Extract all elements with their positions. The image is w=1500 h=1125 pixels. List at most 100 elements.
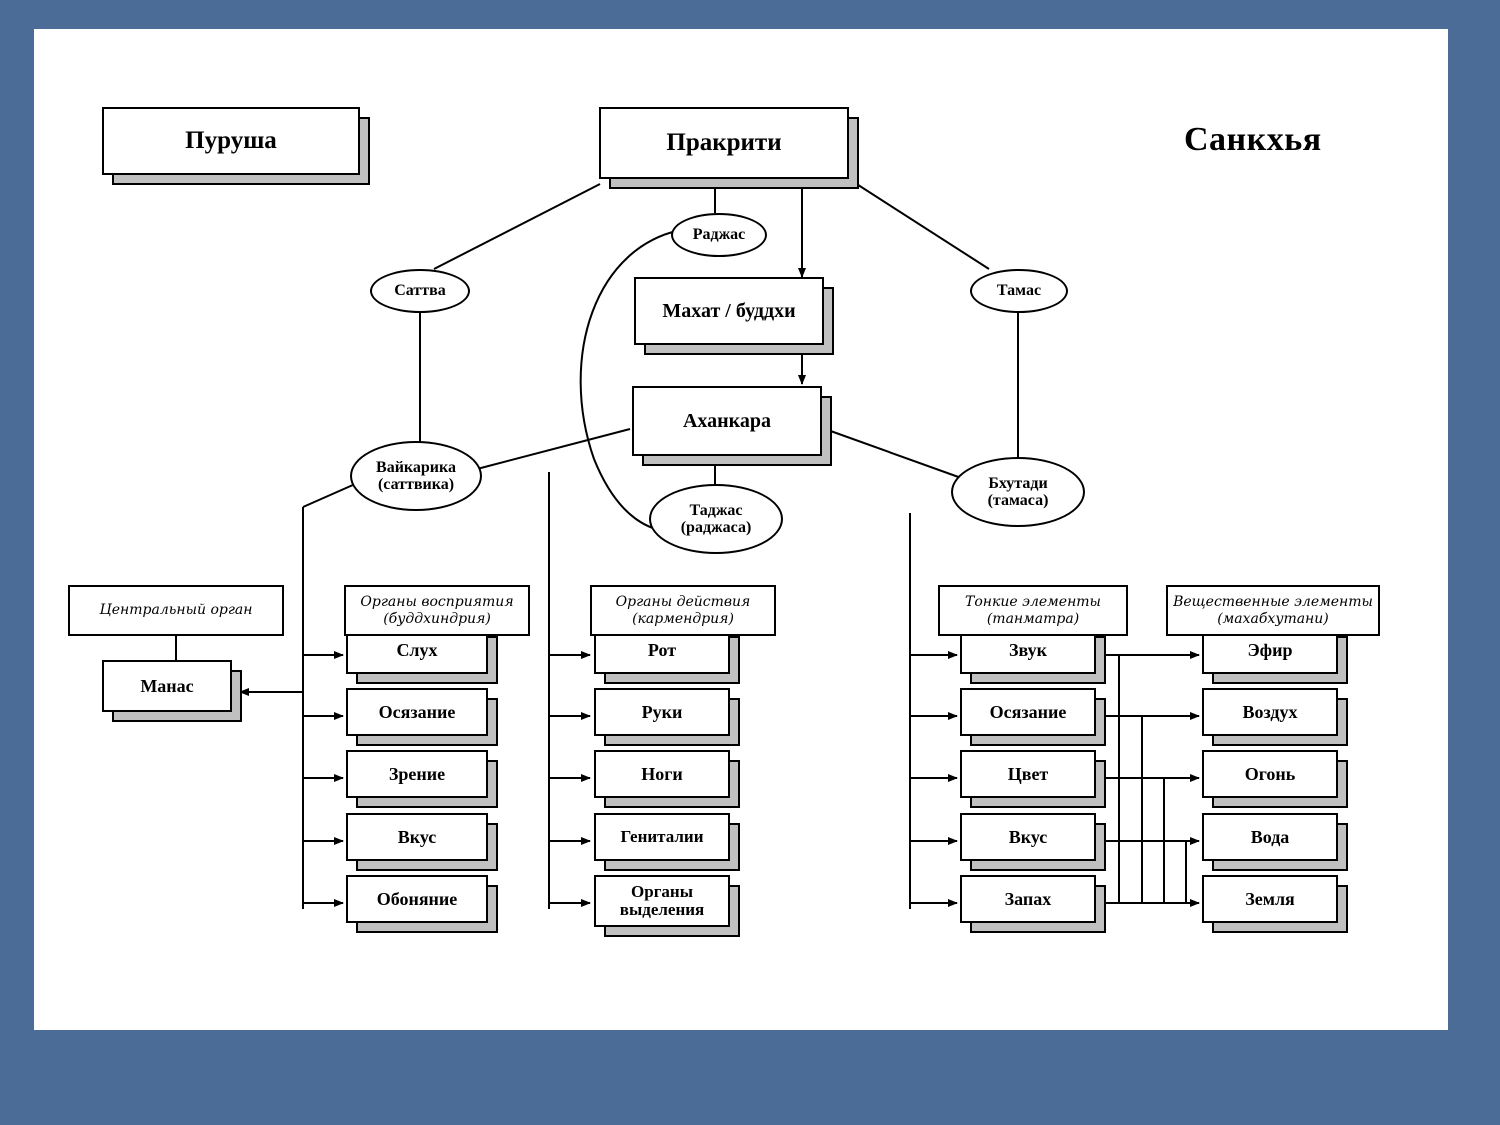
box-corner (1094, 672, 1106, 684)
list-item[interactable]: Руки (594, 688, 740, 746)
mahabhuta-2-label: Огонь (1202, 750, 1338, 798)
box-corner (728, 925, 740, 937)
list-item[interactable]: Огонь (1202, 750, 1348, 808)
bhutadi-label-line1: Бхутади (988, 474, 1048, 492)
box-corner (486, 672, 498, 684)
node-purusha[interactable]: Пуруша (102, 107, 370, 185)
box-corner (1094, 796, 1106, 808)
guna-tamas[interactable]: Тамас (970, 269, 1068, 313)
organ-perception-2-label: Зрение (346, 750, 488, 798)
node-manas[interactable]: Манас (102, 660, 242, 722)
list-item[interactable]: Земля (1202, 875, 1348, 933)
box-corner (1336, 734, 1348, 746)
node-mahat-buddhi[interactable]: Махат / буддхи (634, 277, 834, 355)
guna-rajas[interactable]: Раджас (671, 213, 767, 257)
box-corner (230, 710, 242, 722)
organ-action-4: Органы выделения (594, 875, 730, 927)
column-header-action: Органы действия (кармендрия) (590, 585, 776, 636)
column-header-action-line2: (кармендрия) (632, 610, 734, 627)
organ-action-1-label: Руки (594, 688, 730, 736)
list-item[interactable]: Запах (960, 875, 1106, 933)
box-corner (486, 734, 498, 746)
box-corner (1336, 921, 1348, 933)
column-header-perception: Органы восприятия (буддхиндрия) (344, 585, 530, 636)
column-header-action-line1: Органы действия (615, 594, 751, 611)
node-mahat-buddhi-label: Махат / буддхи (634, 277, 824, 345)
list-item[interactable]: Органы выделения (594, 875, 740, 937)
tanmatra-2-label: Цвет (960, 750, 1096, 798)
box-corner (1336, 672, 1348, 684)
node-prakriti-label: Пракрити (599, 107, 849, 179)
column-header-central-organ-line1: Центральный орган (99, 602, 253, 619)
column-header-tanmatra: Тонкие элементы (танматра) (938, 585, 1128, 636)
taijasa-label-line2: (раджаса) (680, 519, 752, 536)
page-title: Санкхья (1184, 121, 1322, 158)
box-corner (820, 454, 832, 466)
box-corner (1094, 921, 1106, 933)
column-header-tanmatra-line2: (танматра) (986, 610, 1080, 627)
list-item[interactable]: Цвет (960, 750, 1106, 808)
column-header-perception-line1: Органы восприятия (360, 594, 514, 611)
organ-action-4-label-line1: Органы (631, 882, 693, 902)
list-item[interactable]: Вкус (346, 813, 498, 871)
ahankara-mode-bhutadi[interactable]: Бхутади (тамаса) (951, 457, 1085, 527)
guna-sattva[interactable]: Саттва (370, 269, 470, 313)
organ-perception-4-label: Обоняние (346, 875, 488, 923)
list-item[interactable]: Осязание (960, 688, 1106, 746)
box-corner (1336, 796, 1348, 808)
box-corner (728, 796, 740, 808)
organ-perception-3-label: Вкус (346, 813, 488, 861)
list-item[interactable]: Обоняние (346, 875, 498, 933)
column-header-central-organ: Центральный орган (68, 585, 284, 636)
guna-sattva-label: Саттва (394, 282, 446, 300)
tanmatra-3-label: Вкус (960, 813, 1096, 861)
list-item[interactable]: Вкус (960, 813, 1106, 871)
list-item[interactable]: Зрение (346, 750, 498, 808)
node-ahankara[interactable]: Аханкара (632, 386, 832, 466)
box-corner (1336, 859, 1348, 871)
organ-action-2-label: Ноги (594, 750, 730, 798)
organ-action-3-label: Гениталии (594, 813, 730, 861)
tanmatra-1-label: Осязание (960, 688, 1096, 736)
taijasa-label-line1: Таджас (689, 501, 743, 519)
guna-tamas-label: Тамас (996, 282, 1042, 300)
box-corner (486, 859, 498, 871)
organ-perception-1-label: Осязание (346, 688, 488, 736)
box-corner (728, 672, 740, 684)
node-prakriti[interactable]: Пракрити (599, 107, 859, 189)
list-item[interactable]: Осязание (346, 688, 498, 746)
box-corner (728, 859, 740, 871)
mahabhuta-4-label: Земля (1202, 875, 1338, 923)
ahankara-mode-taijasa[interactable]: Таджас (раджаса) (649, 484, 783, 554)
list-item[interactable]: Гениталии (594, 813, 740, 871)
column-header-mahabhuta-line2: (махабхутани) (1217, 610, 1329, 627)
diagram-canvas: Санкхья Пуруша Пракрити Махат / буддхи А… (34, 29, 1448, 1030)
box-corner (486, 796, 498, 808)
box-corner (847, 177, 859, 189)
vaikarika-label-line2: (саттвика) (377, 476, 455, 493)
column-header-mahabhuta-line1: Вещественные элементы (1173, 594, 1373, 611)
box-corner (1094, 859, 1106, 871)
ahankara-mode-vaikarika[interactable]: Вайкарика (саттвика) (350, 441, 482, 511)
box-corner (1094, 734, 1106, 746)
box-corner (358, 173, 370, 185)
box-corner (728, 734, 740, 746)
tanmatra-4-label: Запах (960, 875, 1096, 923)
column-header-tanmatra-line1: Тонкие элементы (965, 594, 1101, 611)
guna-rajas-label: Раджас (692, 226, 746, 244)
vaikarika-label-line1: Вайкарика (376, 458, 456, 476)
column-header-mahabhuta: Вещественные элементы (махабхутани) (1166, 585, 1380, 636)
node-manas-label: Манас (102, 660, 232, 712)
mahabhuta-1-label: Воздух (1202, 688, 1338, 736)
list-item[interactable]: Воздух (1202, 688, 1348, 746)
box-corner (822, 343, 834, 355)
column-header-perception-line2: (буддхиндрия) (383, 610, 491, 627)
box-corner (486, 921, 498, 933)
bhutadi-label-line2: (тамаса) (987, 492, 1049, 509)
list-item[interactable]: Вода (1202, 813, 1348, 871)
node-ahankara-label: Аханкара (632, 386, 822, 456)
mahabhuta-3-label: Вода (1202, 813, 1338, 861)
list-item[interactable]: Ноги (594, 750, 740, 808)
organ-action-4-label-line2: выделения (619, 900, 705, 919)
